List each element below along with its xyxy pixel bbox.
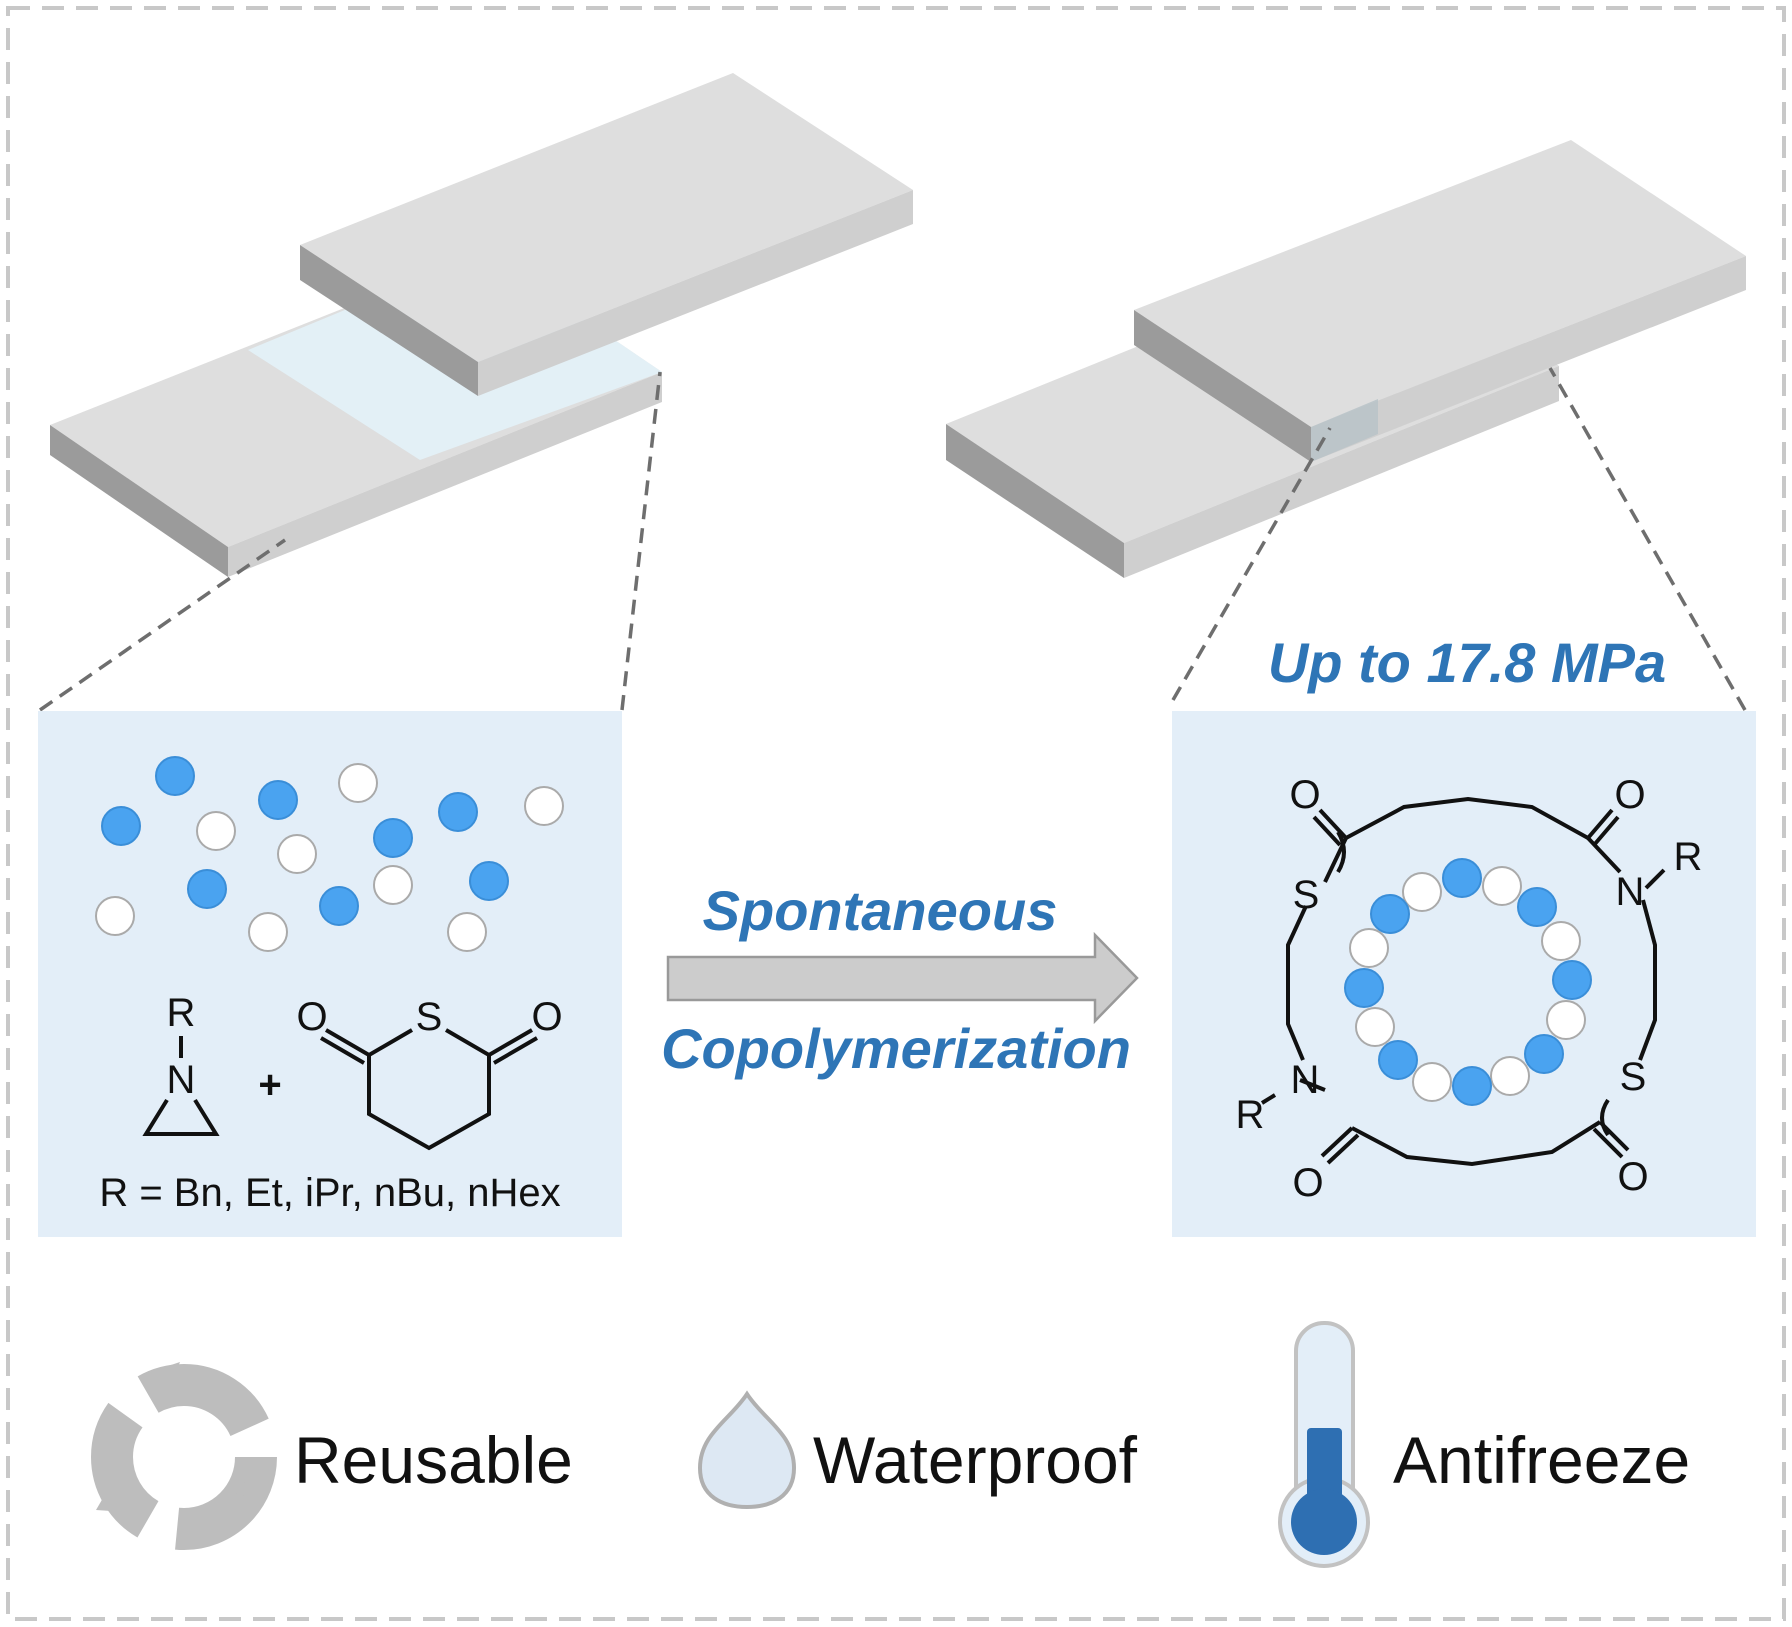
left-slab-assembly [50,73,913,577]
aziridine-structure: R N [142,991,220,1136]
macrocycle-atom-labels: O O O O S S N R N R [1236,773,1703,1205]
anhydride-o-right-label: O [531,995,562,1039]
copolymerization-arrow [666,931,1139,1025]
macrocycle-n-left: N [1291,1058,1320,1102]
monomer-spheres [95,756,564,952]
feature-waterproof: Waterproof [697,1390,1138,1510]
macrocycle-s-right: S [1620,1055,1647,1099]
macrocycle-n-right: N [1616,870,1645,914]
feature-label-waterproof: Waterproof [813,1423,1138,1497]
feature-label-antifreeze: Antifreeze [1393,1423,1690,1497]
plus-sign: + [258,1063,281,1107]
aziridine-n-label: N [167,1058,196,1102]
process-label-spontaneous: Spontaneous [703,879,1058,942]
process-label-copolymerization: Copolymerization [661,1017,1131,1080]
macrocycle-structure [1260,796,1666,1167]
anhydride-o-left-label: O [296,995,327,1039]
lap-shear-strength-label: Up to 17.8 MPa [1268,631,1666,694]
thioanhydride-structure: S O O [296,995,563,1151]
r-groups-caption: R = Bn, Et, iPr, nBu, nHex [99,1171,560,1215]
water-drop-icon [697,1390,797,1510]
right-slab-assembly [946,140,1746,578]
zoom-lines [39,367,1747,712]
feature-antifreeze: Antifreeze [1278,1321,1690,1568]
aziridine-r-label: R [167,991,196,1035]
macrocycle-o-top-right: O [1614,773,1645,817]
macrocycle-o-bottom-left: O [1292,1161,1323,1205]
feature-reusable: Reusable [91,1362,573,1550]
left-top-slab [300,73,913,396]
macrocycle-panel [1172,711,1756,1237]
macrocycle-s-left: S [1293,873,1320,917]
right-top-slab [1134,140,1746,462]
monomer-panel [38,711,622,1237]
anhydride-s-label: S [416,995,443,1039]
macrocycle-r-right: R [1674,835,1703,879]
right-bonded-joint [1311,399,1378,462]
macrocycle-r-left: R [1236,1093,1265,1137]
macrocycle-inner-spheres [1344,858,1592,1106]
macrocycle-o-top-left: O [1289,773,1320,817]
feature-label-reusable: Reusable [294,1423,573,1497]
macrocycle-o-bottom-right: O [1617,1155,1648,1199]
thermometer-icon [1278,1321,1370,1568]
recycle-icon [91,1362,277,1550]
